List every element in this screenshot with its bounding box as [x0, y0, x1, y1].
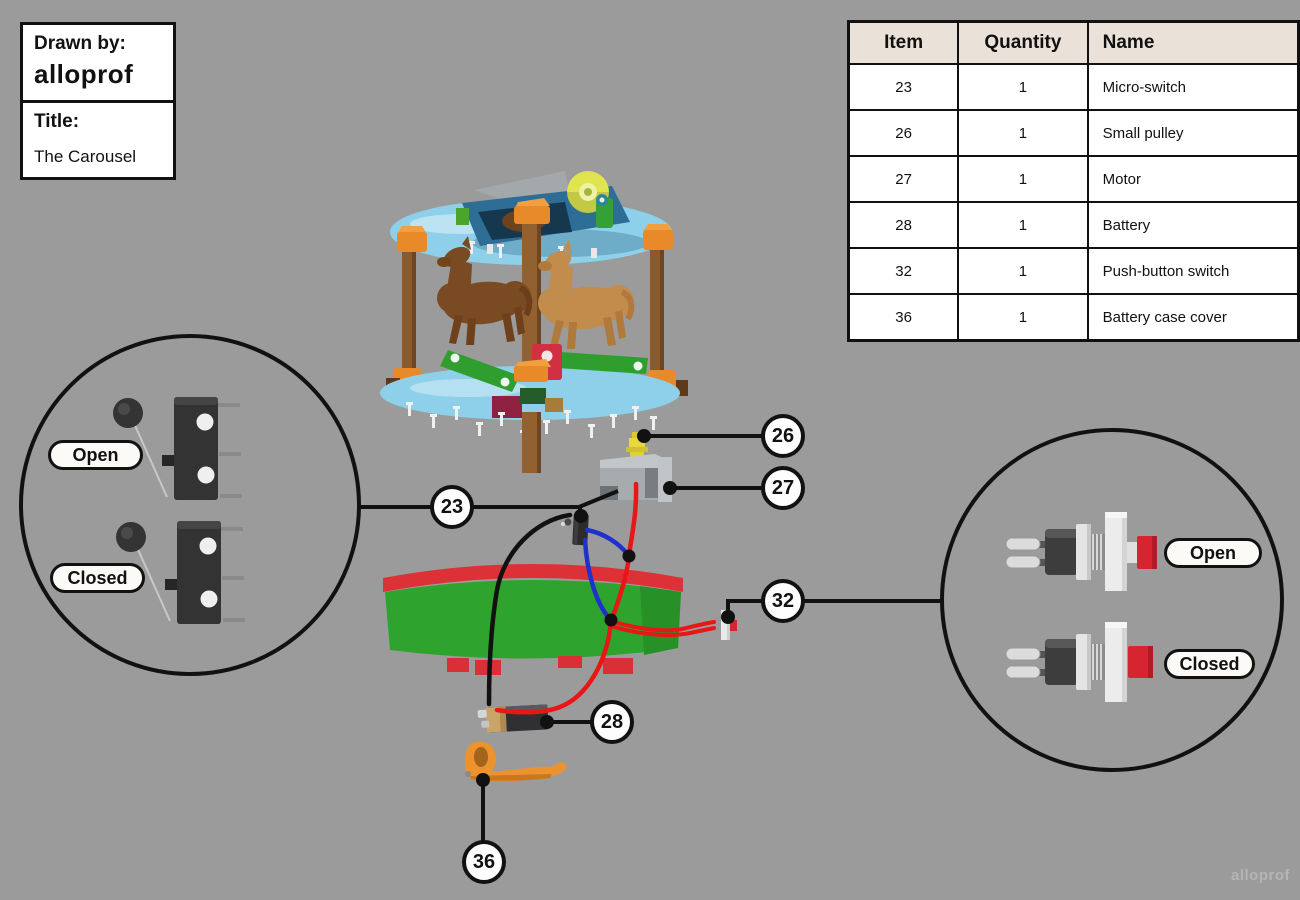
- drawn-by-label: Drawn by:: [34, 33, 126, 54]
- base-drum: [383, 564, 683, 675]
- quantity-cell: 1: [957, 155, 1089, 203]
- push-button-closed-label: Closed: [1164, 649, 1255, 679]
- table-row: 36 1 Battery case cover: [847, 293, 1300, 342]
- quantity-cell: 1: [957, 109, 1089, 157]
- quantity-cell: 1: [957, 201, 1089, 249]
- drawing-title: The Carousel: [34, 147, 137, 166]
- micro-switch-open-illustration: [113, 397, 242, 500]
- connection-dots: [476, 429, 735, 787]
- table-row: 27 1 Motor: [847, 155, 1300, 203]
- callout-26: 26: [761, 414, 805, 458]
- micro-switch-open-label: Open: [48, 440, 143, 470]
- callout-23: 23: [430, 485, 474, 529]
- table-header-row: Item Quantity Name: [847, 20, 1300, 65]
- battery-cover-part: [464, 741, 567, 782]
- carousel-render: [380, 171, 688, 473]
- micro-switch-closed-label: Closed: [50, 563, 145, 593]
- table-row: 23 1 Micro-switch: [847, 63, 1300, 111]
- drawn-by-cell: Drawn by: alloprof: [23, 25, 173, 100]
- crank-arms: [440, 344, 648, 418]
- wire-black: [486, 512, 573, 707]
- header-item: Item: [847, 20, 960, 65]
- wire-red: [609, 619, 716, 633]
- battery-part: [477, 704, 549, 733]
- callout-27: 27: [761, 466, 805, 510]
- push-button-open-illustration: [1005, 512, 1157, 591]
- item-cell: 27: [847, 155, 960, 203]
- table-row: 32 1 Push-button switch: [847, 247, 1300, 295]
- table-row: 26 1 Small pulley: [847, 109, 1300, 157]
- push-button-part: [713, 610, 737, 640]
- bottom-screws: [406, 402, 657, 444]
- name-cell: Push-button switch: [1086, 247, 1300, 295]
- header-quantity: Quantity: [957, 20, 1089, 65]
- item-cell: 32: [847, 247, 960, 295]
- wire-red: [609, 624, 716, 637]
- wire-blue: [582, 537, 612, 621]
- wire-red: [494, 617, 614, 715]
- name-cell: Micro-switch: [1086, 63, 1300, 111]
- horse-tan: [538, 240, 635, 349]
- callout-28: 28: [590, 700, 634, 744]
- push-button-closed-illustration: [1005, 622, 1153, 702]
- wire-blue: [584, 527, 631, 558]
- item-cell: 28: [847, 201, 960, 249]
- item-cell: 26: [847, 109, 960, 157]
- title-label: Title:: [34, 111, 80, 132]
- callout-32: 32: [761, 579, 805, 623]
- name-cell: Small pulley: [1086, 109, 1300, 157]
- alloprof-watermark: alloprof: [1231, 867, 1290, 884]
- item-cell: 36: [847, 293, 960, 342]
- name-cell: Battery case cover: [1086, 293, 1300, 342]
- micro-switch-detail-circle: [19, 334, 361, 676]
- parts-table: Item Quantity Name 23 1 Micro-switch 26 …: [847, 20, 1300, 342]
- table-row: 28 1 Battery: [847, 201, 1300, 249]
- quantity-cell: 1: [957, 293, 1089, 342]
- micro-switch-closed-illustration: [116, 521, 245, 624]
- item-cell: 23: [847, 63, 960, 111]
- horse-dark: [437, 236, 533, 345]
- quantity-cell: 1: [957, 247, 1089, 295]
- alloprof-logo: alloprof: [34, 59, 134, 89]
- name-cell: Motor: [1086, 155, 1300, 203]
- title-cell: Title: The Carousel: [23, 100, 173, 177]
- header-name: Name: [1086, 20, 1300, 65]
- push-button-detail-circle: [940, 428, 1284, 772]
- wires: [486, 481, 716, 715]
- name-cell: Battery: [1086, 201, 1300, 249]
- title-block: Drawn by: alloprof Title: The Carousel: [20, 22, 176, 180]
- push-button-open-label: Open: [1164, 538, 1262, 568]
- quantity-cell: 1: [957, 63, 1089, 111]
- callout-36: 36: [462, 840, 506, 884]
